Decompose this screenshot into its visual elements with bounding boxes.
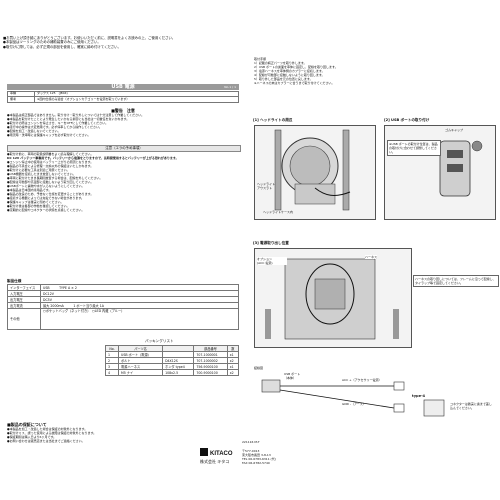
company-address: 〒577-0013 東大阪市長田 3-8-13 TEL 06-6783-6311… [242,449,276,465]
fig1-label-a: ヘッドライト アウスラト [257,182,276,190]
fig3-label-b: ハーネス [365,255,378,259]
caution-line: ●保護キャップは確実に閉めてください。 [7,200,64,204]
fig1-title: [1] ヘッドライトの周辺 [253,118,293,122]
warranty-line: ●保証期間は購入日より6ヶ月です。 [7,435,57,439]
caution-line: ●定期的に配線やコネクターの状態を点検してください。 [7,208,85,212]
packing-name: M5 ナイ [117,369,164,376]
warning-section: ■警告 注意 ●本製品は純正部品ではありません。取り付け・取り外しについては十分… [7,108,239,137]
brand-sub: 株式会社 キタコ [200,458,229,464]
note-label: 備考 [7,96,35,103]
page-number: No.1 / 1 [224,85,236,89]
spec-value: ○ポケットバッグ（ネット付き） ○LED 内蔵（ブルー） [40,308,239,330]
warranty-line: ●取付けミス、誤った使用による故障は保証の対象外となります。 [7,431,97,435]
wiring-type: type-4 [412,394,426,398]
caution-line: ●USBポートに異物や水が入らないようにしてください。 [7,184,85,188]
wiring-illustration [261,379,445,417]
step-line: 3）電源ハーネスを車体側のカプラーに接続します。 [254,69,325,73]
packing-pn: 700-9000100 [193,369,228,376]
warranty-line: ●本製品を加工・改造した場合は保証の対象外となります。 [7,427,88,431]
note-value: ※国内仕様のみ適合（オプションカテゴリーを電源を取っています） [34,96,239,103]
caution-line: ●本製品は日本国内専用品です。 [7,188,52,192]
steps-title: 取付手順 [254,57,267,61]
caution-title: 注意（エラの予め事項） [7,145,241,152]
caution-line: ●製品の不具合による修理・交換以外の保証はいたしかねます。 [7,164,94,168]
caution-line: ●USB機器を接続したまま放置しないでください。 [7,172,76,176]
warning-title: ■警告 注意 [111,108,135,113]
power-location-illustration [265,258,399,340]
wiring-title: 結線図 [254,366,264,370]
address-line: FAX 06-6782-5740 [242,461,270,465]
page-title: USB 電源 [111,84,135,90]
fig1-label-b: ヘッドライトケース内 [263,210,293,214]
fig3-label-a: オプション (ACC 電源) [257,257,287,265]
address-line: 〒577-0013 [242,449,260,453]
usb-port-illustration [439,140,483,197]
fig3-note: ハーネスの取り回しについては、フレームに沿って配線し、タイラップ等で固定してくだ… [413,275,499,287]
figure-usb-port: ゴムキャップ ※USB ポートの取付け位置は、製品の取付けに合わせて調整してくだ… [384,125,496,220]
warranty-section: ■製品の保証について ●本製品を加工・改造した場合は保証の対象外となります。 ●… [7,422,197,443]
kitaco-logo: KITACO 株式会社 キタコ [200,448,236,468]
caution-line: ●接続する機器によっては充電できない場合があります。 [7,196,85,200]
figure-power-location: オプション (ACC 電源) ハーネス [254,248,412,348]
caution-line: ●取付けに必要な工具は別途ご用意ください。 [7,168,70,172]
packing-no: 4 [105,369,119,376]
warning-line: ●雨天時・洗車時には保護キャップを必ず取付けてください。 [7,133,91,137]
fig2-note: ※USB ポートの取付け位置は、製品の取付けに合わせて調整してください。 [387,140,441,156]
wiring-usb: USB ポート （本体） [284,372,301,380]
warning-line: ●走行中の操作は大変危険です。必ず停車してから操作してください。 [7,125,103,129]
brand-name: KITACO [210,451,233,457]
caution-line: ●配線は可動部や高温部に接触しないよう取り回してください。 [7,180,94,184]
wiring-diagram: USB ポート （本体） ACC +（アクセサリー電源） GND -（アース） … [254,372,494,432]
packing-title: パッキングリスト [145,339,174,343]
title-bar: USB 電源 No.1 / 1 [7,84,239,90]
warning-line: ●本製品は純正部品ではありません。取り付け・取り外しについては十分注意して作業し… [7,113,145,117]
warning-line: ●取付けの際はエンジンを停止させ、キーをOFFにして作業してください。 [7,121,109,125]
install-steps: 取付手順 1）記載の純正パーツを取り外します。 2）USB ポートの裏面を車体に… [254,57,494,85]
figure-headlight: ヘッドライト アウスラト ヘッドライトケース内 [254,125,376,220]
address-line: TEL 06-6783-6311 (代) [242,457,276,461]
model-table: 車種 ダックス 125 (JB04) 備考 ※国内仕様のみ適合（オプションカテゴ… [7,90,239,103]
step-note: ※ハーネスの末はカプラーに合うまで取り付けてください。 [254,81,335,85]
warranty-line: ●お問い合わせは販売店または当社までご連絡ください。 [7,439,85,443]
top-note-line: ●取付けに際しては、必ず正規の部品を使用し、確実に締め付けてください。 [3,44,121,49]
spec-title: 製品仕様 [7,279,22,283]
caution-body: ●取付け前に、車両の取扱説明書をよく読み理解してください。 DC 12V バッテ… [7,152,239,212]
packing-spec: 108x2.5 [162,369,195,376]
caution-line: DC 12V バッテリー車専用です。バッテリーから電源をとりますので、長時間使用… [7,156,179,160]
fig2-label-a: ゴムキャップ [445,128,464,132]
company-date: 221116 M-T [242,440,260,444]
caution-line: ●エンジン停止中の使用はバッテリー上がりの原因となります。 [7,160,94,164]
step-line: 1）記載の純正パーツを取り外します。 [254,61,307,65]
wiring-gnd: GND -（アース） [342,402,366,406]
top-note-line: ●本製品はツーリングのための補助装置のみにご使用ください。 [3,40,101,45]
top-note-line: ■お買い上げ頂き誠にありがとうございます。お使いいただく前に、説明書をよくお読み… [3,36,176,40]
fig2-title: [2] USB ポートの取り付け [384,118,430,122]
top-notes: ■お買い上げ頂き誠にありがとうございます。お使いいただく前に、説明書をよくお読み… [3,36,243,49]
warning-line: ●配線を加工・改造しないでください。 [7,129,61,133]
fig3-title: [3] 電源取り出し位置 [253,241,289,245]
caution-line: ●車両に取付けたまま長期間放置する場合は、配線を外してください。 [7,176,103,180]
address-line: 東大阪市長田 3-8-13 [242,453,271,457]
caution-line: ●取付け後は各部の作動を確認してください。 [7,204,70,208]
step-line: 2）USB ポートの裏面を車体に固定し、配線を取り回します。 [254,65,338,69]
packing-table: No. パーツ名 部品番号 数 1 USB ポート（電源） 707-100000… [105,345,240,376]
packing-qty: x2 [226,369,240,376]
headlight-illustration [274,129,351,211]
spec-key: その他 [7,308,41,330]
step-line: 4）配線が可動部に接触しないように取り回します。 [254,73,325,77]
warranty-title: ■製品の保証について [7,422,47,427]
caution-line: ●取付け前に、車両の取扱説明書をよく読み理解してください。 [7,152,94,156]
caution-line: ●製品の改良のため、予告なく仕様を変更することがあります。 [7,192,94,196]
step-line: 5）取り外した部品を元の位置に戻します。 [254,77,313,81]
wiring-acc: ACC +（アクセサリー電源） [342,378,382,382]
wiring-note: コネクターは確実に奥まで差し込んでください。 [450,402,492,410]
kitaco-logo-icon: KITACO 株式会社 キタコ [200,448,233,464]
warning-line: ●本製品を取付けたことにより発生したいかなる損害にも当社は一切責任を負いかねます… [7,117,130,121]
